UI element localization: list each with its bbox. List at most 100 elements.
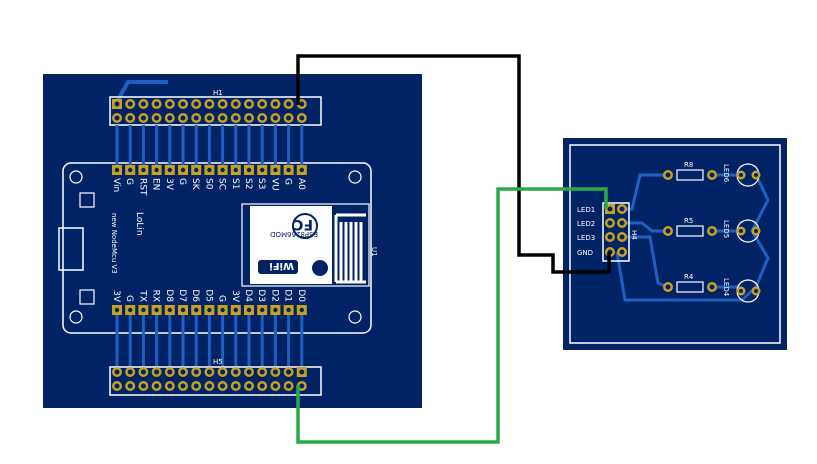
pad-hole	[127, 383, 133, 389]
pad-hole	[272, 369, 278, 375]
pad-hole	[180, 369, 186, 375]
header-h1-label: H1	[213, 89, 223, 97]
pad-hole	[272, 115, 278, 121]
trace-led3	[617, 235, 669, 289]
flash-button	[79, 289, 95, 305]
pin-hole	[141, 167, 146, 173]
pin-label: S0	[203, 178, 213, 190]
pin-label: D0	[296, 289, 306, 302]
pad-hole	[299, 369, 305, 375]
pin-label: SK	[190, 178, 200, 191]
esp-module	[241, 203, 370, 287]
pin-label-led3: LED3	[577, 234, 595, 242]
pad-hole	[154, 115, 160, 121]
pin-label: 3V	[111, 290, 121, 303]
mount-hole	[69, 310, 83, 324]
pin-hole	[286, 307, 291, 313]
pad-hole	[272, 101, 278, 107]
pad-hole	[233, 383, 239, 389]
pad-hole	[114, 383, 120, 389]
pad-hole	[127, 115, 133, 121]
pad-hole	[206, 383, 212, 389]
pin-label: D7	[177, 289, 187, 302]
pin-hole	[141, 307, 146, 313]
pad-hole	[154, 369, 160, 375]
pin-label: D2	[269, 289, 279, 302]
pad-hole	[140, 101, 146, 107]
resistor-r4: R4	[663, 273, 717, 293]
pin-label: S2	[243, 178, 253, 189]
header-h4-label: H4	[630, 230, 638, 240]
pad-hole	[180, 115, 186, 121]
pin-hole	[220, 167, 225, 173]
pin-label: SC	[217, 178, 227, 190]
pin-hole	[128, 307, 133, 313]
nodemcu-pcb	[43, 74, 422, 408]
pad-hole	[259, 115, 265, 121]
pad-hole	[299, 115, 305, 121]
pad-hole	[167, 115, 173, 121]
svg-text:R4: R4	[684, 273, 694, 281]
pad-hole	[220, 115, 226, 121]
led-led5: LED5	[722, 219, 761, 243]
pin-hole	[273, 167, 278, 173]
signal-wire	[296, 187, 608, 444]
pad-hole	[154, 101, 160, 107]
mount-hole	[348, 170, 362, 184]
pad-hole	[180, 101, 186, 107]
pin-hole	[273, 307, 278, 313]
pad-hole	[114, 115, 120, 121]
brand-label: LoLin	[134, 212, 144, 236]
pad-hole	[286, 369, 292, 375]
pad-hole	[220, 369, 226, 375]
pin-label: G	[283, 178, 293, 185]
header-h4-outline	[602, 202, 630, 262]
pad-hole	[180, 383, 186, 389]
pad-hole	[114, 101, 120, 107]
svg-text:LED4: LED4	[722, 278, 730, 297]
pin-hole	[207, 307, 212, 313]
pad-hole	[140, 115, 146, 121]
trace-resistor-led	[714, 173, 740, 289]
pin-label-led1: LED1	[577, 206, 595, 214]
svg-text:LED6: LED6	[722, 164, 730, 183]
trace-gnd	[615, 174, 770, 302]
pin-hole	[233, 167, 238, 173]
pad-hole	[286, 101, 292, 107]
pin-hole	[299, 167, 304, 173]
pad-hole	[140, 383, 146, 389]
pin-label: VU	[269, 178, 279, 191]
pad-hole	[127, 369, 133, 375]
pin-label: RX	[151, 290, 161, 302]
pad-hole	[154, 383, 160, 389]
led-pcb	[563, 138, 787, 350]
pin-hole	[233, 307, 238, 313]
header-h5-pads	[112, 367, 307, 391]
pin-label: TX	[137, 289, 147, 302]
resistor-r5: R5	[663, 217, 717, 237]
pad-hole	[259, 369, 265, 375]
pad-hole	[167, 383, 173, 389]
pin-hole	[167, 167, 172, 173]
pad-hole	[140, 369, 146, 375]
reset-button	[79, 192, 95, 208]
led-led6: LED6	[722, 163, 761, 187]
pad-hole	[167, 369, 173, 375]
pad-hole	[193, 115, 199, 121]
pin-label: Vin	[111, 178, 121, 192]
pad-hole	[206, 101, 212, 107]
mount-hole	[69, 170, 83, 184]
wifi-logo: WiFi	[258, 260, 298, 274]
pin-hole	[128, 167, 133, 173]
pin-label: D6	[190, 289, 200, 302]
pad-hole	[193, 383, 199, 389]
pin-label: D3	[256, 289, 266, 302]
led-led4: LED4	[722, 278, 761, 303]
pad-hole	[220, 101, 226, 107]
pin-hole	[246, 307, 252, 313]
svg-text:R5: R5	[684, 217, 693, 225]
shield-text: ESP8266MOD	[270, 230, 318, 238]
pad-hole	[233, 115, 239, 121]
